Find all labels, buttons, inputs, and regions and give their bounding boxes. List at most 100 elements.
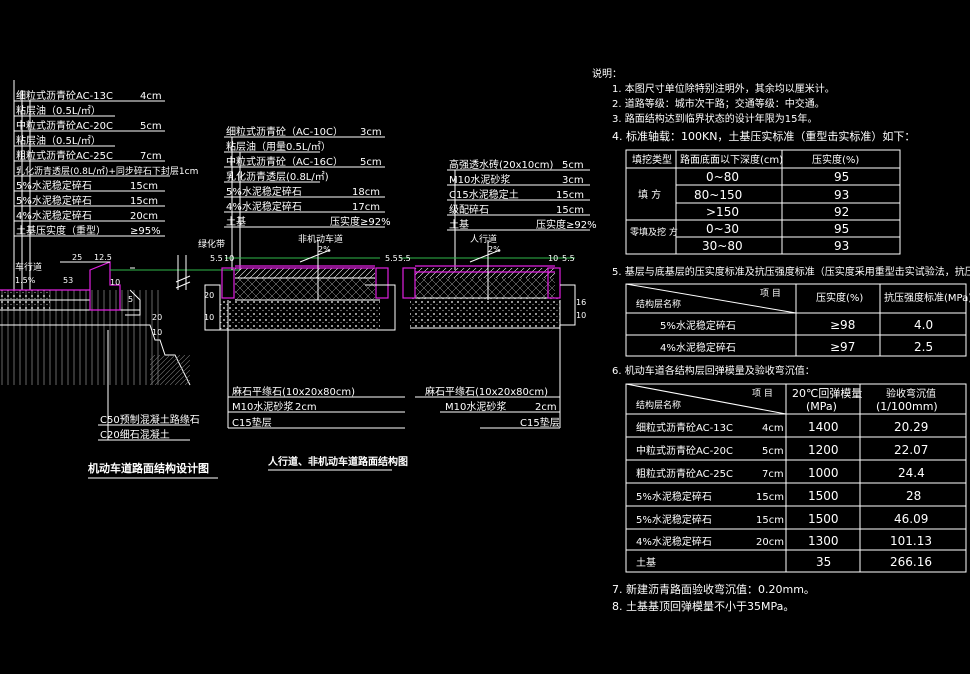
table-header: 结构层名称 <box>636 298 681 310</box>
layer-thickness: 15cm <box>556 190 584 201</box>
table-cell: 5%水泥稳定碎石 <box>636 490 712 503</box>
table-cell: 92 <box>834 205 849 219</box>
table-cell: 93 <box>834 188 849 202</box>
table-header: 抗压强度标准(MPa) <box>884 291 970 304</box>
table-cell: 中粒式沥青砼AC-20C <box>636 444 733 457</box>
dim-text: 10 <box>110 278 120 287</box>
dim-text: 25 <box>72 253 82 262</box>
dim-text: 20 <box>204 291 214 300</box>
table-cell: 15cm <box>756 492 784 503</box>
table-cell: 28 <box>906 489 921 503</box>
table-cell: 95 <box>834 170 849 184</box>
layer-thickness: 压实度≥92% <box>536 218 597 231</box>
lane-label: 非机动车道 <box>298 233 343 245</box>
table-cell: 5%水泥稳定碎石 <box>660 319 736 332</box>
notes-header: 说明： <box>592 67 622 80</box>
dim-text: 10 <box>204 313 214 322</box>
slope-label: 2% <box>488 245 501 254</box>
note-text: C15垫层 <box>232 416 272 429</box>
table-cell: >150 <box>706 205 739 219</box>
layer-thickness: 5cm <box>360 157 382 168</box>
dim-text: 5.5 <box>562 254 575 263</box>
table-header: 压实度(%) <box>816 291 863 304</box>
note-text: C50预制混凝土路缘石 <box>100 413 200 426</box>
layer-thickness: 7cm <box>140 151 162 162</box>
slope-label: 1.5% <box>15 276 36 285</box>
table-cell: 1400 <box>808 420 839 434</box>
note-item: 5. 基层与底基层的压实度标准及抗压强度标准（压实度采用重型击实试验法，抗压强度… <box>612 265 970 278</box>
note-text: C15垫层 <box>520 416 560 429</box>
table-cell: 1500 <box>808 512 839 526</box>
note-text: M10水泥砂浆 <box>232 400 293 413</box>
left-section: 细粒式沥青砼AC-13C 4cm 粘层油（0.5L/㎡） 中粒式沥青砼AC-20… <box>0 80 240 479</box>
table-cell: 266.16 <box>890 555 932 569</box>
table-compaction: 填挖类型 路面底面以下深度(cm) 压实度(%) 填 方 零填及挖 方 0~80… <box>625 149 901 255</box>
table-header: (1/100mm) <box>876 400 938 413</box>
dim-text: 5.5 <box>210 254 223 263</box>
layer-thickness: 3cm <box>562 175 584 186</box>
table-cell: ≥97 <box>830 340 855 354</box>
layer-label: 4%水泥稳定碎石 <box>226 200 302 213</box>
table-cell: 细粒式沥青砼AC-13C <box>636 421 733 434</box>
table-cell: 1000 <box>808 466 839 480</box>
layer-label: 5%水泥稳定碎石 <box>16 179 92 192</box>
table-cell: 1300 <box>808 534 839 548</box>
dim-text: 5.5 <box>398 254 411 263</box>
dim-text: 5.5 <box>385 254 398 263</box>
dim-text: 10 <box>152 328 162 337</box>
layer-thickness: 20cm <box>130 211 158 222</box>
table-cell: 粗粒式沥青砼AC-25C <box>636 467 733 480</box>
note-text: 麻石平缘石(10x20x80cm) <box>425 385 548 398</box>
note-item: 8. 土基基顶回弹模量不小于35MPa。 <box>612 599 794 613</box>
layer-label: 粗粒式沥青砼AC-25C <box>16 149 113 162</box>
layer-label: 土基 <box>449 218 469 231</box>
layer-thickness: 15cm <box>556 205 584 216</box>
layer-thickness: 压实度≥92% <box>330 215 391 228</box>
table-cell: 0~30 <box>706 222 739 236</box>
note-text: M10水泥砂浆 <box>445 400 506 413</box>
table-cell: 93 <box>834 239 849 253</box>
layer-label: 乳化沥青透层(0.8L/㎡) <box>226 170 329 183</box>
table-cell: 1200 <box>808 443 839 457</box>
slope-label: 2% <box>318 245 331 254</box>
dim-text: 10 <box>576 311 586 320</box>
dim-text: 53 <box>63 276 73 285</box>
table-cell: 5cm <box>762 446 784 457</box>
layer-thickness: 15cm <box>130 181 158 192</box>
greenbelt-label: 绿化带 <box>198 238 225 250</box>
table-cell: 95 <box>834 222 849 236</box>
note-item: 6. 机动车道各结构层回弹模量及验收弯沉值： <box>612 364 815 377</box>
table-cell: 4%水泥稳定碎石 <box>636 535 712 548</box>
table-header: 项 目 <box>760 288 781 299</box>
layer-label: 高强透水砖(20x10cm) <box>449 158 554 171</box>
layer-label: C15水泥稳定土 <box>449 188 519 201</box>
table-modulus: 项 目 结构层名称 20℃回弹模量 (MPa) 验收弯沉值 (1/100mm) … <box>625 383 967 573</box>
table-cell: 4%水泥稳定碎石 <box>660 341 736 354</box>
note-text: 2cm <box>535 402 557 413</box>
table-header: 填挖类型 <box>632 153 672 166</box>
layer-thickness: 5cm <box>562 160 584 171</box>
layer-label: 细粒式沥青砼AC-13C <box>16 89 113 102</box>
table-cell: 5%水泥稳定碎石 <box>636 513 712 526</box>
table-cell: 101.13 <box>890 534 932 548</box>
table-cell: 4.0 <box>914 318 933 332</box>
table-cell: 1500 <box>808 489 839 503</box>
layer-thickness: 17cm <box>352 202 380 213</box>
layer-label: 粘层油（0.5L/㎡） <box>16 104 101 117</box>
table-header: 路面底面以下深度(cm) <box>680 153 783 166</box>
table-header: 结构层名称 <box>636 399 681 411</box>
table-cell: 20cm <box>756 537 784 548</box>
note-item: 4. 标准轴载：100KN，土基压实标准（重型击实标准）如下： <box>612 129 915 143</box>
layer-thickness: 3cm <box>360 127 382 138</box>
layer-label: 细粒式沥青砼（AC-10C） <box>226 125 343 138</box>
layer-label: 5%水泥稳定碎石 <box>226 185 302 198</box>
layer-thickness: 5cm <box>140 121 162 132</box>
section-title-left: 机动车道路面结构设计图 <box>88 461 209 475</box>
note-text: 麻石平缘石(10x20x80cm) <box>232 385 355 398</box>
layer-label: 中粒式沥青砼（AC-16C） <box>226 155 343 168</box>
table-cell: 20.29 <box>894 420 928 434</box>
table-cell: 填 方 <box>638 188 661 201</box>
table-strength: 项 目 结构层名称 压实度(%) 抗压强度标准(MPa) 5%水泥稳定碎石 ≥9… <box>625 283 970 357</box>
dim-text: 10 <box>224 254 234 263</box>
